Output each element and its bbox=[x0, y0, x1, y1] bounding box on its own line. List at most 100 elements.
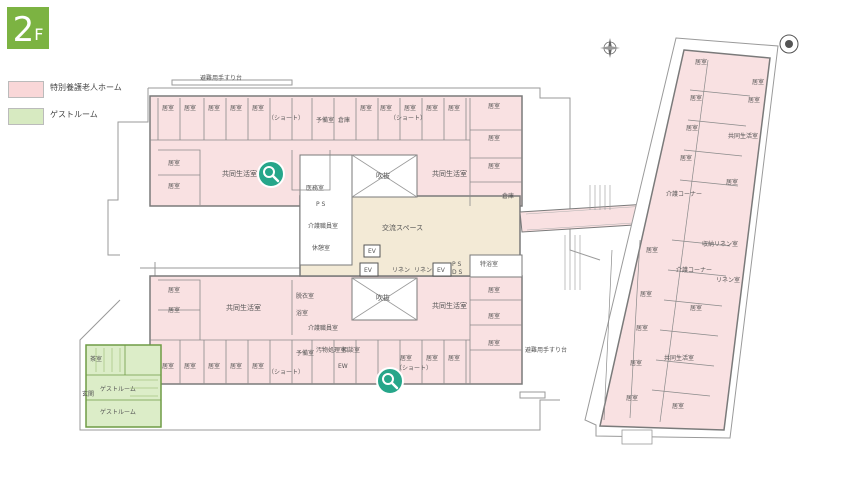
elevator-label: EV bbox=[364, 267, 373, 274]
elevator-3 bbox=[432, 262, 452, 277]
shared-living-label: 共同生活室 bbox=[222, 169, 257, 178]
room-label: 居室 bbox=[168, 182, 180, 190]
ps-label: P S bbox=[452, 261, 462, 268]
room-label: 居室 bbox=[646, 246, 658, 254]
storage-label: 倉庫 bbox=[502, 192, 514, 200]
room-label: 居室 bbox=[162, 362, 174, 370]
room-label: 居室 bbox=[690, 304, 702, 312]
legend-swatch-guest-room bbox=[8, 108, 44, 125]
linen-label: リネン bbox=[414, 267, 432, 274]
room-label: 居室 bbox=[752, 78, 764, 86]
east-wing bbox=[584, 37, 779, 445]
elevator-label: EV bbox=[368, 248, 377, 255]
short-stay-label: （ショート） bbox=[396, 365, 432, 372]
nurse-station-label: 介護職員室 bbox=[308, 324, 338, 332]
legend-swatch-care-home bbox=[8, 81, 44, 98]
rest-room-label: 休憩室 bbox=[312, 244, 330, 252]
bath-label: 浴室 bbox=[296, 309, 308, 317]
balcony-label: 避難用手すり台 bbox=[525, 346, 567, 354]
room-label: 居室 bbox=[690, 94, 702, 102]
entrance-label: 玄関 bbox=[82, 390, 94, 398]
spare-room-label: 予備室 bbox=[296, 349, 314, 357]
linen-closet-label: 収納リネン室 bbox=[702, 240, 738, 248]
exchange-space-label: 交流スペース bbox=[382, 223, 423, 232]
room-label: 居室 bbox=[184, 362, 196, 370]
shared-living-label: 共同生活室 bbox=[226, 303, 261, 312]
room-label: 居室 bbox=[488, 134, 500, 142]
room-label: 居室 bbox=[488, 162, 500, 170]
room-label: 居室 bbox=[636, 324, 648, 332]
main-building bbox=[149, 95, 523, 385]
room-label: 居室 bbox=[448, 104, 460, 112]
room-label: 居室 bbox=[184, 104, 196, 112]
general-bath-label: 特浴室 bbox=[480, 260, 498, 268]
search-marker-north-wing[interactable] bbox=[257, 160, 285, 188]
room-label: 居室 bbox=[400, 354, 412, 362]
room-label: 居室 bbox=[726, 178, 738, 186]
shared-living-label: 共同生活室 bbox=[432, 301, 467, 310]
room-label: 居室 bbox=[168, 306, 180, 314]
linen-room-label: リネン室 bbox=[716, 276, 740, 284]
elevator-1 bbox=[363, 244, 381, 258]
compass-icon bbox=[600, 38, 620, 58]
ds-label: D S bbox=[452, 269, 463, 276]
legend-label-guest-room: ゲストルーム bbox=[50, 110, 98, 119]
search-marker-south-wing[interactable] bbox=[376, 367, 404, 395]
room-label: 居室 bbox=[686, 124, 698, 132]
north-mark-icon bbox=[779, 34, 799, 54]
care-corner-label: 介護コーナー bbox=[676, 266, 712, 274]
storage-label: 倉庫 bbox=[338, 116, 350, 124]
room-label: 居室 bbox=[426, 104, 438, 112]
room-label: 居室 bbox=[168, 159, 180, 167]
room-label: 居室 bbox=[672, 402, 684, 410]
south-block bbox=[149, 275, 523, 385]
room-label: 居室 bbox=[208, 362, 220, 370]
room-label: 居室 bbox=[488, 286, 500, 294]
short-stay-label: （ショート） bbox=[268, 115, 304, 122]
room-label: 居室 bbox=[448, 354, 460, 362]
guest-room-label: ゲストルーム bbox=[100, 385, 136, 393]
room-label: 居室 bbox=[640, 290, 652, 298]
room-label: 居室 bbox=[404, 104, 416, 112]
floor-unit: F bbox=[34, 25, 44, 44]
room-label: 居室 bbox=[380, 104, 392, 112]
atrium-label: 吹抜 bbox=[376, 293, 390, 302]
dressing-label: 脱衣室 bbox=[296, 292, 314, 300]
room-label: 居室 bbox=[488, 102, 500, 110]
elevator-label: EV bbox=[437, 267, 446, 274]
floor-number: 2 bbox=[12, 10, 35, 50]
guest-room-label: ゲストルーム bbox=[100, 408, 136, 416]
room-label: 居室 bbox=[626, 394, 638, 402]
room-label: 居室 bbox=[252, 104, 264, 112]
spare-room-label: 予備室 bbox=[316, 116, 334, 124]
short-stay-label: （ショート） bbox=[268, 369, 304, 376]
room-label: 居室 bbox=[630, 359, 642, 367]
room-label: 居室 bbox=[488, 312, 500, 320]
atrium-label: 吹抜 bbox=[376, 171, 390, 180]
room-label: 居室 bbox=[488, 339, 500, 347]
elevator-2 bbox=[359, 262, 379, 277]
shared-living-label: 共同生活室 bbox=[664, 354, 694, 362]
room-label: 居室 bbox=[426, 354, 438, 362]
room-label: 居室 bbox=[168, 286, 180, 294]
room-label: 居室 bbox=[252, 362, 264, 370]
room-label: 居室 bbox=[695, 58, 707, 66]
short-stay-label: （ショート） bbox=[390, 115, 426, 122]
tea-room-label: 茶室 bbox=[90, 355, 102, 363]
guest-room-area bbox=[85, 344, 162, 428]
nurse-station-label: 介護職員室 bbox=[308, 222, 338, 230]
ew-label: EW bbox=[338, 363, 348, 370]
room-label: 居室 bbox=[208, 104, 220, 112]
shared-living-label: 共同生活室 bbox=[728, 132, 758, 140]
room-label: 居室 bbox=[360, 104, 372, 112]
medicine-room-label: 医務室 bbox=[306, 184, 324, 192]
room-label: 居室 bbox=[230, 362, 242, 370]
ps-label: P S bbox=[316, 201, 326, 208]
sanitary-room-label: 汚物処理室 bbox=[316, 346, 346, 354]
care-corner-label: 介護コーナー bbox=[666, 190, 702, 198]
room-label: 居室 bbox=[680, 154, 692, 162]
room-label: 居室 bbox=[162, 104, 174, 112]
balcony-label: 避難用手すり台 bbox=[200, 74, 242, 82]
